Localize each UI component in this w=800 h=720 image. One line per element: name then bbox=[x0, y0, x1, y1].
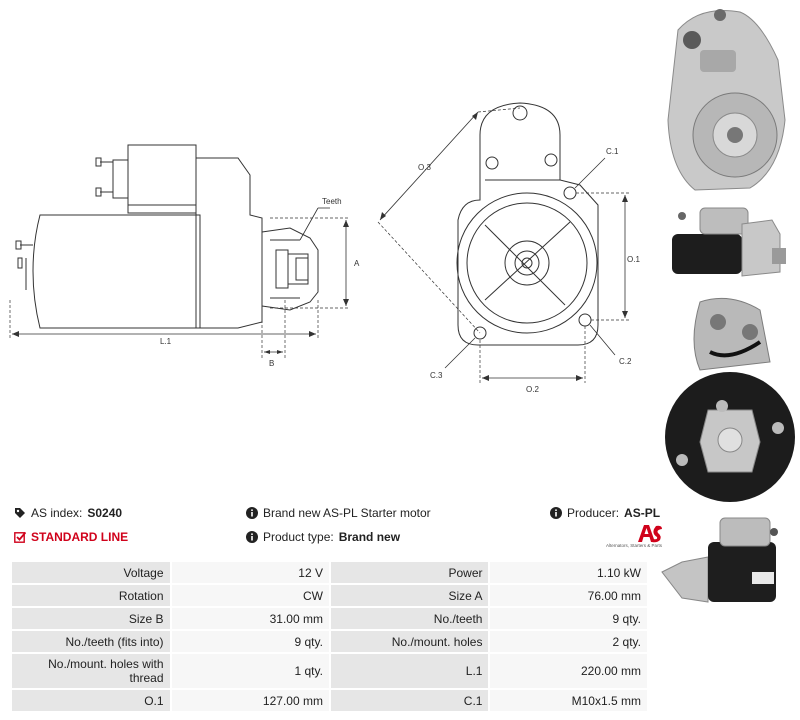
info-icon bbox=[246, 531, 258, 543]
table-row: Voltage 12 V Power 1.10 kW bbox=[10, 560, 649, 585]
as-pl-logo: Alternators, Starters & Parts bbox=[594, 522, 662, 552]
spec-key: Rotation bbox=[10, 583, 172, 608]
product-photo-side[interactable] bbox=[660, 200, 800, 290]
specs-table: Voltage 12 V Power 1.10 kW Rotation CW S… bbox=[10, 560, 649, 713]
label-l1: L.1 bbox=[160, 337, 172, 346]
spec-key: Power bbox=[328, 560, 491, 585]
label-b: B bbox=[269, 359, 274, 368]
spec-value: 1.10 kW bbox=[488, 560, 649, 585]
producer-value: AS-PL bbox=[624, 506, 661, 520]
as-index: AS index: S0240 bbox=[14, 506, 122, 520]
table-row: No./teeth (fits into) 9 qty. No./mount. … bbox=[10, 629, 649, 654]
table-row: O.1 127.00 mm C.1 M10x1.5 mm bbox=[10, 688, 649, 713]
label-o3: O.3 bbox=[418, 163, 431, 172]
spec-key: L.1 bbox=[328, 652, 491, 690]
tag-icon bbox=[15, 508, 25, 518]
info-icon bbox=[550, 507, 562, 519]
as-pl-logo-mark bbox=[638, 525, 662, 543]
spec-value: CW bbox=[169, 583, 331, 608]
spec-value: 1 qty. bbox=[169, 652, 331, 690]
spec-key: No./teeth bbox=[328, 606, 491, 631]
spec-value: 76.00 mm bbox=[488, 583, 649, 608]
table-row: Rotation CW Size A 76.00 mm bbox=[10, 583, 649, 608]
spec-key: O.1 bbox=[10, 688, 172, 713]
product-gallery bbox=[660, 0, 800, 615]
product-photo-rear[interactable] bbox=[660, 292, 800, 510]
spec-key: C.1 bbox=[328, 688, 491, 713]
spec-value: 12 V bbox=[169, 560, 331, 585]
product-line: STANDARD LINE bbox=[14, 530, 128, 544]
label-c2: C.2 bbox=[619, 357, 632, 366]
spec-value: 220.00 mm bbox=[488, 652, 649, 690]
spec-value: 9 qty. bbox=[488, 606, 649, 631]
product-type: Product type: Brand new bbox=[246, 530, 400, 544]
label-a: A bbox=[354, 259, 360, 268]
info-icon bbox=[246, 507, 258, 519]
spec-key: Size A bbox=[328, 583, 491, 608]
as-index-label: AS index: bbox=[31, 506, 83, 520]
product-line-text: STANDARD LINE bbox=[31, 530, 129, 544]
label-c1: C.1 bbox=[606, 147, 619, 156]
producer: Producer: AS-PL bbox=[550, 506, 660, 520]
spec-value: 2 qty. bbox=[488, 629, 649, 654]
description-text: Brand new AS-PL Starter motor bbox=[263, 506, 431, 520]
table-row: No./mount. holes with thread 1 qty. L.1 … bbox=[10, 652, 649, 690]
spec-key: Size B bbox=[10, 606, 172, 631]
technical-drawing: Teeth A B L.1 O.1 O.2 O.3 C.1 C.2 C.3 bbox=[9, 102, 640, 394]
label-teeth: Teeth bbox=[322, 197, 342, 206]
product-photo-front[interactable] bbox=[660, 0, 800, 198]
table-row: Size B 31.00 mm No./teeth 9 qty. bbox=[10, 606, 649, 631]
product-description: Brand new AS-PL Starter motor bbox=[246, 506, 431, 520]
producer-label: Producer: bbox=[567, 506, 620, 520]
spec-key: Voltage bbox=[10, 560, 172, 585]
as-index-value: S0240 bbox=[87, 506, 123, 520]
label-o1: O.1 bbox=[627, 255, 640, 264]
label-o2: O.2 bbox=[526, 385, 539, 394]
product-type-label: Product type: bbox=[263, 530, 334, 544]
label-c3: C.3 bbox=[430, 371, 443, 380]
product-type-value: Brand new bbox=[338, 530, 401, 544]
product-info: AS index: S0240 Brand new AS-PL Starter … bbox=[14, 500, 662, 550]
spec-key: No./mount. holes with thread bbox=[10, 652, 172, 690]
product-photo-angle[interactable] bbox=[660, 512, 800, 612]
spec-value: 31.00 mm bbox=[169, 606, 331, 631]
spec-key: No./mount. holes bbox=[328, 629, 491, 654]
logo-tagline: Alternators, Starters & Parts bbox=[605, 543, 662, 548]
spec-value: 127.00 mm bbox=[169, 688, 331, 713]
spec-value: M10x1.5 mm bbox=[488, 688, 649, 713]
checkbox-checked-icon bbox=[14, 531, 26, 543]
spec-key: No./teeth (fits into) bbox=[10, 629, 172, 654]
spec-value: 9 qty. bbox=[169, 629, 331, 654]
